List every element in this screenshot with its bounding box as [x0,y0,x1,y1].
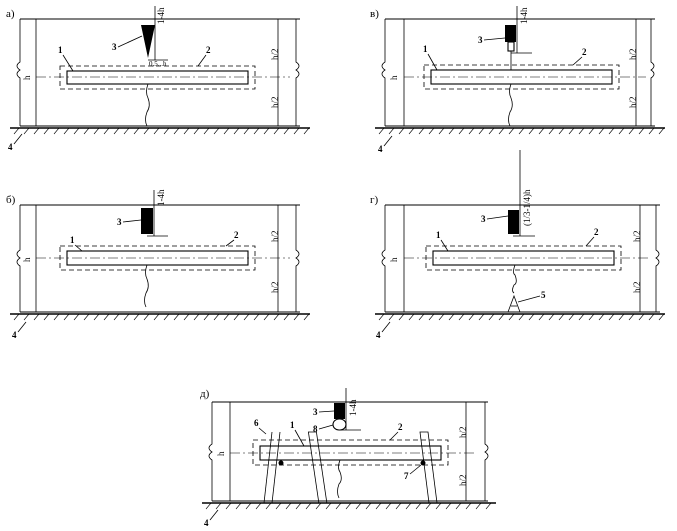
panel-d-h: h [216,451,226,456]
panel-d-label-7: 7 [404,471,409,481]
panel-d-h-half-bottom: h/2 [458,474,468,486]
panel-a-h: h [22,75,32,80]
panel-g-h: h [389,257,399,262]
panel-d-label-2: 2 [398,422,403,432]
panel-g-dim: (1/3-1/4)h [522,189,532,226]
panel-g-label-4: 4 [376,330,381,340]
panel-d-label-1: 1 [290,420,295,430]
panel-a-label-4: 4 [8,142,13,152]
panel-v-h-half-bottom: h/2 [628,96,638,108]
panel-v-label-1: 1 [423,44,428,54]
panel-a-letter: а) [6,8,15,20]
panel-b-label-1: 1 [70,235,75,245]
panel-b-label-2: 2 [234,230,239,240]
panel-d-label-3: 3 [313,407,318,417]
panel-g-h-half-bottom: h/2 [632,281,642,293]
panel-v-dim: 1-4h [519,7,529,24]
panel-b-label-4: 4 [12,330,17,340]
panel-v-h: h [389,75,399,80]
panel-b-h: h [22,257,32,262]
panel-g-h-half-top: h/2 [632,230,642,242]
panel-a-label-2: 2 [206,45,211,55]
panel-v-letter: в) [370,8,379,20]
panel-g-letter: г) [370,194,379,206]
panel-b-h-half-top: h/2 [270,230,280,242]
panel-a-h-half-top: h/2 [270,48,280,60]
panel-b-letter: б) [6,194,16,206]
panel-a-label-1: 1 [58,45,63,55]
panel-g-label-2: 2 [594,227,599,237]
panel-b: б) 1-4h h h/2 h/2 1 3 2 4 [6,189,310,340]
panel-v-label-2: 2 [582,47,587,57]
panel-v-label-3: 3 [478,35,483,45]
panel-b-dim: 1-4h [156,189,166,206]
panel-a-h-half-bottom: h/2 [270,96,280,108]
panel-d-h-half-top: h/2 [458,426,468,438]
panel-d-label-4: 4 [204,518,209,528]
panel-a-label-3: 3 [112,42,117,52]
panel-d: д) 1-4h h h/2 h/2 6 1 3 8 2 [200,388,496,528]
panel-a-dim: 1-4h [156,7,166,24]
panel-g-label-5: 5 [541,290,546,300]
panel-b-label-3: 3 [117,217,122,227]
panel-d-label-6: 6 [254,418,259,428]
panel-v: в) 1-4h h h/2 h/2 1 3 2 4 [370,6,665,154]
panel-a-subdim: 0,5...h [149,60,167,68]
panel-d-label-8: 8 [313,424,318,434]
panel-v-label-4: 4 [378,144,383,154]
panel-g: г) (1/3-1/4)h h h/2 h/2 1 3 2 5 4 [370,150,665,340]
panel-a: а) 1-4h 0,5...h h h/2 h/2 1 3 2 [6,6,310,152]
panel-v-h-half-top: h/2 [628,48,638,60]
panel-g-label-1: 1 [436,230,441,240]
panel-g-label-3: 3 [481,214,486,224]
panel-d-letter: д) [200,388,210,400]
panel-b-h-half-bottom: h/2 [270,281,280,293]
panel-d-dim: 1-4h [348,399,358,416]
